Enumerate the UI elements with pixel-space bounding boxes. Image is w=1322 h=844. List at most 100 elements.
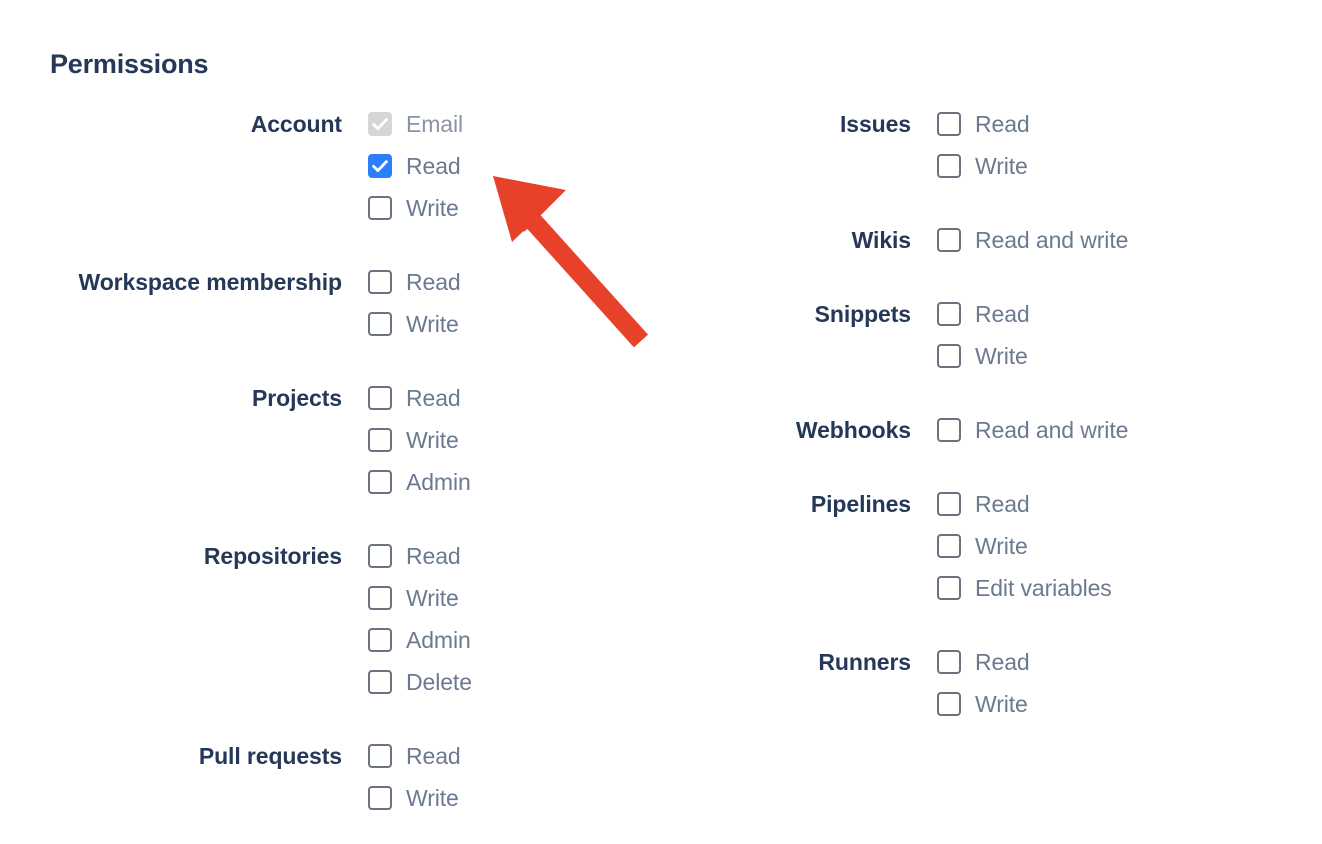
checkbox-pipelines-edit-variables[interactable] — [937, 576, 961, 600]
group-label-workspace-membership: Workspace membership — [78, 269, 343, 295]
permission-group-webhooks: Webhooks Read and write — [660, 409, 1322, 451]
option-row-projects-write[interactable]: Write — [368, 419, 660, 461]
option-row-account-write[interactable]: Write — [368, 187, 660, 229]
option-row-account-email[interactable]: Email — [368, 103, 660, 145]
checkbox-account-write[interactable] — [368, 196, 392, 220]
option-row-runners-read[interactable]: Read — [937, 641, 1322, 683]
option-label-repositories-read: Read — [406, 543, 461, 569]
option-row-runners-write[interactable]: Write — [937, 683, 1322, 725]
option-row-issues-write[interactable]: Write — [937, 145, 1322, 187]
checkbox-runners-read[interactable] — [937, 650, 961, 674]
option-row-issues-read[interactable]: Read — [937, 103, 1322, 145]
checkbox-pull-requests-write[interactable] — [368, 786, 392, 810]
checkbox-runners-write[interactable] — [937, 692, 961, 716]
option-row-pull-requests-read[interactable]: Read — [368, 735, 660, 777]
option-label-account-email: Email — [406, 111, 464, 137]
option-row-pipelines-edit-variables[interactable]: Edit variables — [937, 567, 1322, 609]
option-row-wikis-read-and-write[interactable]: Read and write — [937, 219, 1322, 261]
group-label-snippets: Snippets — [814, 301, 911, 327]
option-row-pipelines-read[interactable]: Read — [937, 483, 1322, 525]
option-label-pull-requests-read: Read — [406, 743, 461, 769]
group-label-webhooks: Webhooks — [795, 417, 911, 443]
group-options-wikis: Read and write — [911, 219, 1322, 261]
checkbox-workspace-membership-write[interactable] — [368, 312, 392, 336]
option-label-workspace-membership-write: Write — [406, 311, 459, 337]
checkbox-workspace-membership-read[interactable] — [368, 270, 392, 294]
checkbox-repositories-delete[interactable] — [368, 670, 392, 694]
group-label-account: Account — [250, 111, 342, 137]
group-label-projects: Projects — [252, 385, 342, 411]
option-row-repositories-admin[interactable]: Admin — [368, 619, 660, 661]
checkbox-account-read[interactable] — [368, 154, 392, 178]
group-label-issues: Issues — [839, 111, 911, 137]
checkbox-projects-admin[interactable] — [368, 470, 392, 494]
option-label-pipelines-edit-variables: Edit variables — [975, 575, 1112, 601]
option-label-account-write: Write — [406, 195, 459, 221]
option-label-runners-read: Read — [975, 649, 1030, 675]
checkbox-webhooks-read-and-write[interactable] — [937, 418, 961, 442]
option-label-snippets-read: Read — [975, 301, 1030, 327]
group-label-wikis: Wikis — [851, 227, 911, 253]
option-row-repositories-write[interactable]: Write — [368, 577, 660, 619]
group-label-pipelines: Pipelines — [810, 491, 911, 517]
option-row-projects-admin[interactable]: Admin — [368, 461, 660, 503]
option-label-issues-write: Write — [975, 153, 1028, 179]
option-row-workspace-membership-read[interactable]: Read — [368, 261, 660, 303]
option-label-projects-write: Write — [406, 427, 459, 453]
checkbox-snippets-read[interactable] — [937, 302, 961, 326]
option-label-webhooks-read-and-write: Read and write — [975, 417, 1129, 443]
group-options-webhooks: Read and write — [911, 409, 1322, 451]
checkbox-snippets-write[interactable] — [937, 344, 961, 368]
option-label-pull-requests-write: Write — [406, 785, 459, 811]
option-row-pull-requests-write[interactable]: Write — [368, 777, 660, 819]
option-row-snippets-read[interactable]: Read — [937, 293, 1322, 335]
checkbox-repositories-read[interactable] — [368, 544, 392, 568]
option-label-pipelines-write: Write — [975, 533, 1028, 559]
checkbox-issues-read[interactable] — [937, 112, 961, 136]
checkbox-repositories-admin[interactable] — [368, 628, 392, 652]
option-label-repositories-admin: Admin — [406, 627, 471, 653]
option-label-repositories-delete: Delete — [406, 669, 472, 695]
option-row-webhooks-read-and-write[interactable]: Read and write — [937, 409, 1322, 451]
checkbox-wikis-read-and-write[interactable] — [937, 228, 961, 252]
group-label-runners: Runners — [818, 649, 911, 675]
group-label-pull-requests: Pull requests — [198, 743, 342, 769]
option-label-projects-admin: Admin — [406, 469, 471, 495]
option-label-snippets-write: Write — [975, 343, 1028, 369]
checkbox-projects-write[interactable] — [368, 428, 392, 452]
option-row-pipelines-write[interactable]: Write — [937, 525, 1322, 567]
option-label-repositories-write: Write — [406, 585, 459, 611]
checkbox-issues-write[interactable] — [937, 154, 961, 178]
option-row-account-read[interactable]: Read — [368, 145, 660, 187]
checkbox-repositories-write[interactable] — [368, 586, 392, 610]
option-row-snippets-write[interactable]: Write — [937, 335, 1322, 377]
option-row-workspace-membership-write[interactable]: Write — [368, 303, 660, 345]
group-label-repositories: Repositories — [203, 543, 342, 569]
checkbox-pipelines-read[interactable] — [937, 492, 961, 516]
option-label-wikis-read-and-write: Read and write — [975, 227, 1129, 253]
option-row-projects-read[interactable]: Read — [368, 377, 660, 419]
checkbox-pipelines-write[interactable] — [937, 534, 961, 558]
option-label-projects-read: Read — [406, 385, 461, 411]
checkbox-pull-requests-read[interactable] — [368, 744, 392, 768]
checkbox-projects-read[interactable] — [368, 386, 392, 410]
page-title: Permissions — [50, 49, 209, 79]
option-row-repositories-read[interactable]: Read — [368, 535, 660, 577]
option-row-repositories-delete[interactable]: Delete — [368, 661, 660, 703]
